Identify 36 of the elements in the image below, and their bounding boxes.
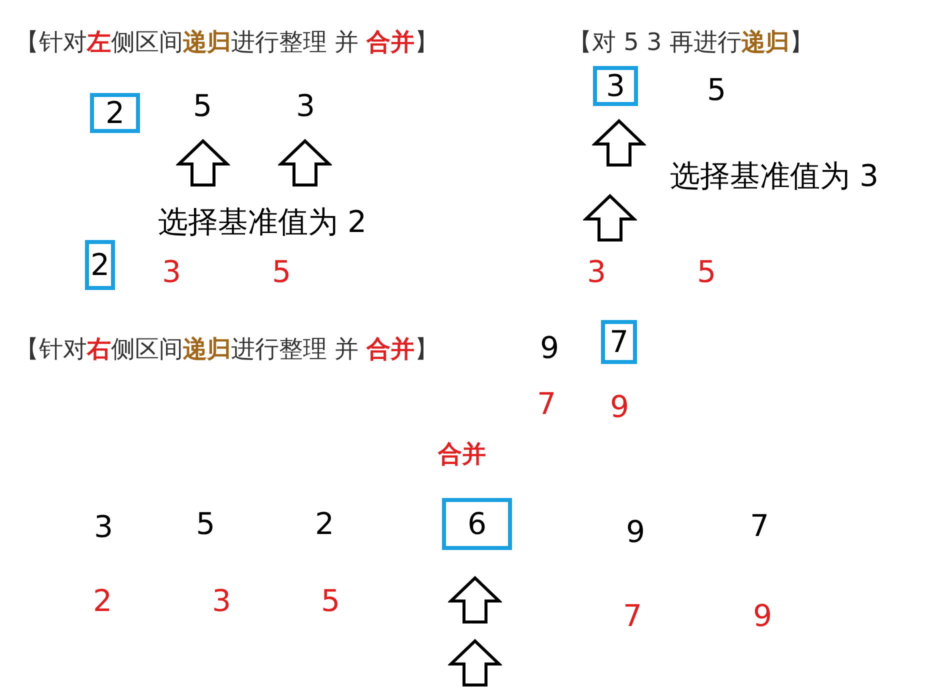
number: 9 — [626, 518, 646, 548]
boxed-number — [601, 320, 637, 364]
boxed-number — [90, 93, 140, 133]
pivot-value: 6 — [467, 506, 487, 542]
pivot-value: 2 — [105, 96, 125, 130]
number: 5 — [697, 258, 716, 288]
heading: 合并 — [438, 442, 486, 466]
number: 5 — [193, 92, 212, 122]
number: 9 — [540, 334, 560, 364]
caption: 选择基准值为 2 — [158, 208, 367, 238]
number: 5 — [707, 76, 726, 106]
number: 7 — [623, 602, 642, 632]
boxed-number — [85, 240, 115, 290]
number: 5 — [272, 258, 292, 288]
number: 2 — [93, 587, 112, 617]
number: 2 — [315, 510, 334, 540]
number: 3 — [296, 92, 316, 122]
number: 5 — [196, 510, 216, 540]
pivot-value: 2 — [90, 248, 110, 282]
boxed-number — [593, 66, 638, 106]
number: 7 — [750, 512, 770, 542]
pivot-value: 3 — [606, 68, 626, 104]
heading: 【针对右侧区间递归进行整理 并 合并】 — [15, 337, 438, 361]
number: 3 — [587, 258, 606, 288]
number: 9 — [610, 393, 630, 423]
number: 9 — [753, 602, 772, 632]
caption: 选择基准值为 3 — [670, 162, 879, 192]
pivot-value: 7 — [609, 324, 629, 360]
number: 3 — [212, 587, 232, 617]
number: 3 — [162, 258, 182, 288]
heading: 【针对左侧区间递归进行整理 并 合并】 — [15, 30, 438, 54]
boxed-number — [442, 498, 512, 550]
number: 7 — [537, 390, 556, 420]
number: 3 — [94, 513, 114, 543]
heading: 【对 5 3 再进行递归】 — [568, 30, 814, 54]
number: 5 — [321, 587, 340, 617]
